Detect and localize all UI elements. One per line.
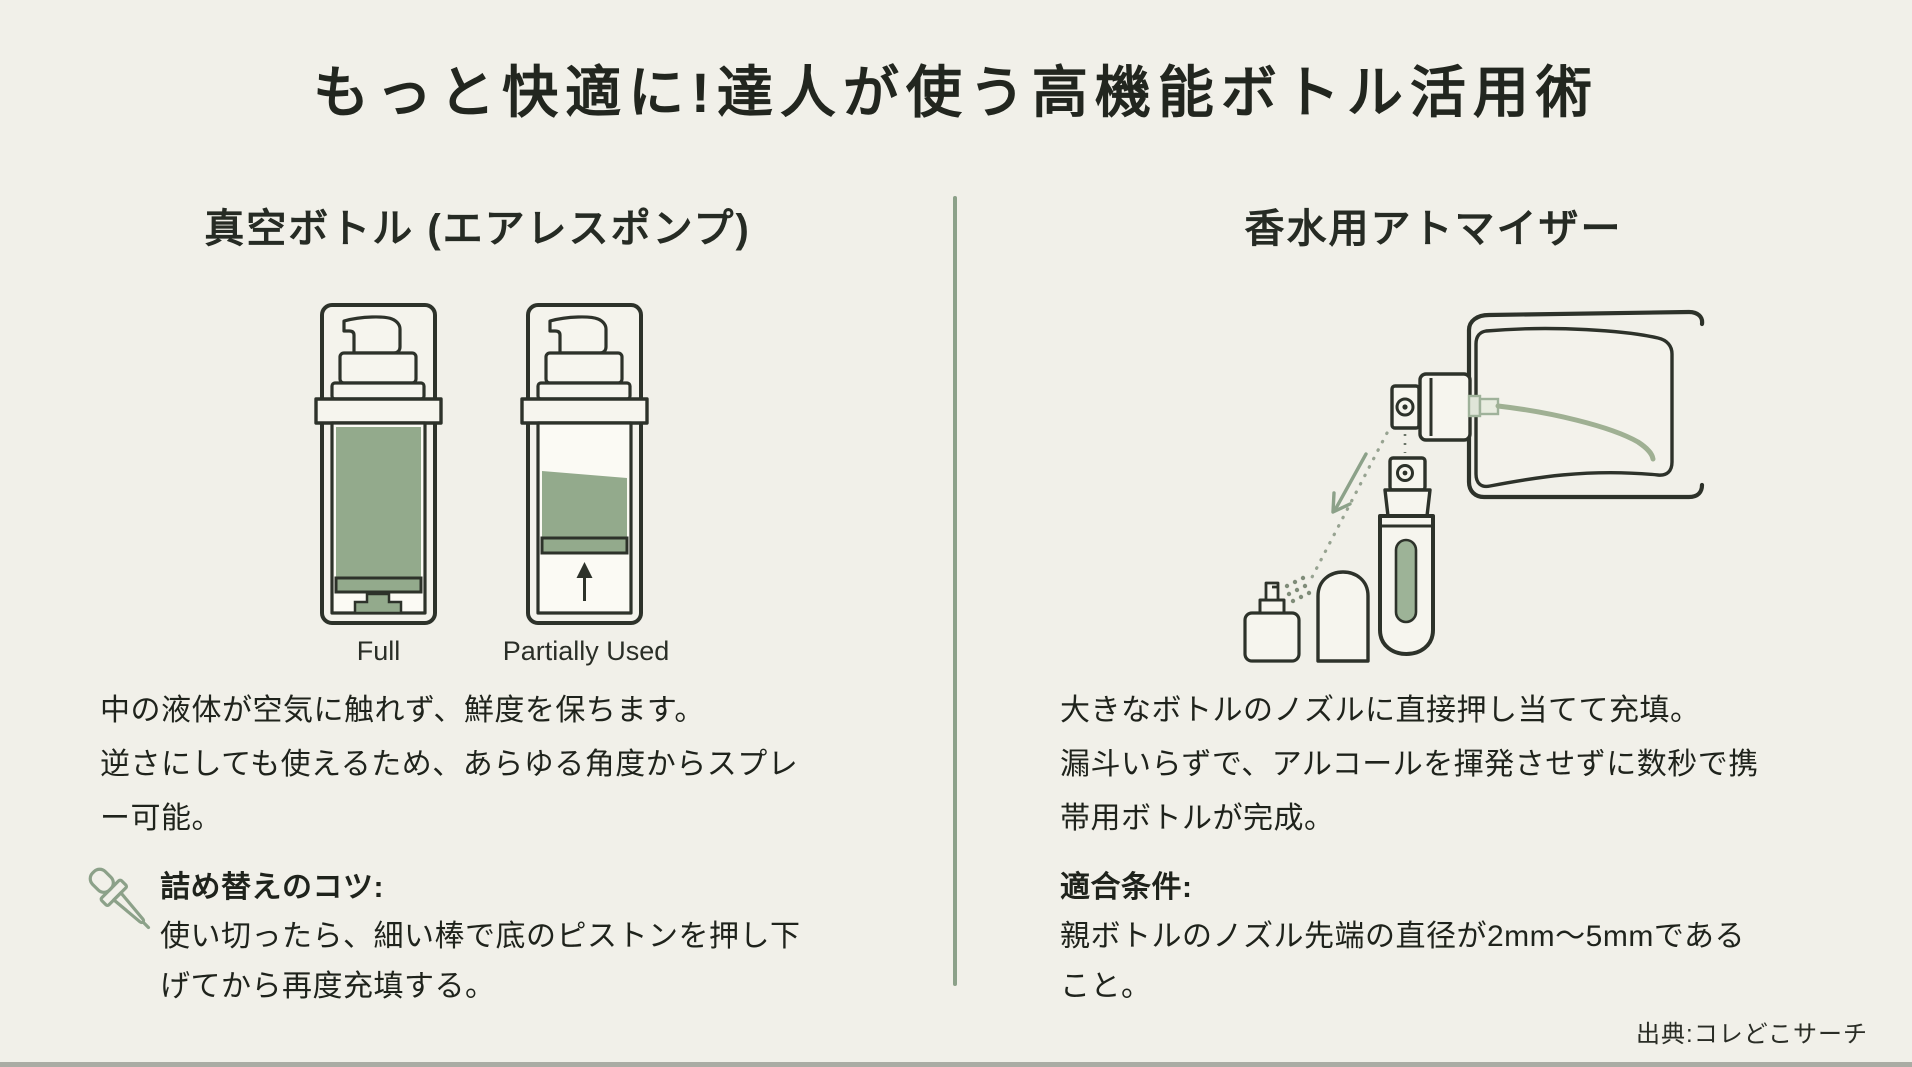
label-partially-used: Partially Used — [502, 636, 670, 666]
condition-title: 適合条件: — [1060, 871, 1193, 904]
airless-bottle-partially-used — [520, 303, 649, 625]
liquid-level-window — [1394, 538, 1418, 624]
dropper-icon — [88, 867, 151, 930]
atomizer-refill-illustration — [1243, 309, 1705, 663]
left-tip-title: 詰め替えのコツ: — [160, 871, 384, 904]
left-tip-body: 使い切ったら、細い棒で底のピストンを押し下 げてから再度充填する。 — [160, 920, 801, 1003]
right-section-heading: 香水用アトマイザー — [1244, 207, 1623, 251]
page-title: もっと快適に!達人が使う高機能ボトル活用術 — [313, 61, 1599, 124]
liquid-fill-full — [336, 427, 421, 578]
right-description: 大きなボトルのノズルに直接押し当てて充填。 漏斗いらずで、アルコールを揮発させず… — [1060, 694, 1759, 835]
liquid-fill-partial — [542, 471, 627, 538]
transfer-arrow-icon — [1331, 452, 1368, 514]
parent-bottle-nozzle — [1390, 372, 1472, 442]
piston-pusher — [353, 592, 403, 615]
portable-atomizer — [1378, 456, 1435, 656]
mist-dots — [1284, 575, 1312, 604]
label-full: Full — [356, 636, 401, 666]
up-arrow-icon — [576, 562, 593, 601]
column-divider — [953, 196, 957, 986]
source-credit: 出典:コレどこサーチ — [1636, 1021, 1868, 1048]
dip-tube — [1467, 394, 1656, 462]
left-description: 中の液体が空気に触れず、鮮度を保ちます。 逆さにしても使えるため、あらゆる角度か… — [100, 694, 799, 835]
bottom-edge-strip — [0, 1062, 1912, 1067]
condition-body: 親ボトルのノズル先端の直径が2mm〜5mmである こと。 — [1060, 920, 1746, 1003]
piston-plate — [334, 576, 423, 594]
spray-path-dotted-line — [1308, 431, 1389, 583]
left-section-heading: 真空ボトル (エアレスポンプ) — [204, 207, 751, 251]
airless-pump-bottles-illustration — [314, 303, 649, 625]
mini-spray-bottle — [1243, 581, 1301, 663]
atomizer-cap — [1316, 570, 1370, 663]
airless-bottle-full — [314, 303, 443, 625]
piston-plate — [540, 536, 629, 555]
parent-perfume-bottle — [1466, 309, 1705, 500]
